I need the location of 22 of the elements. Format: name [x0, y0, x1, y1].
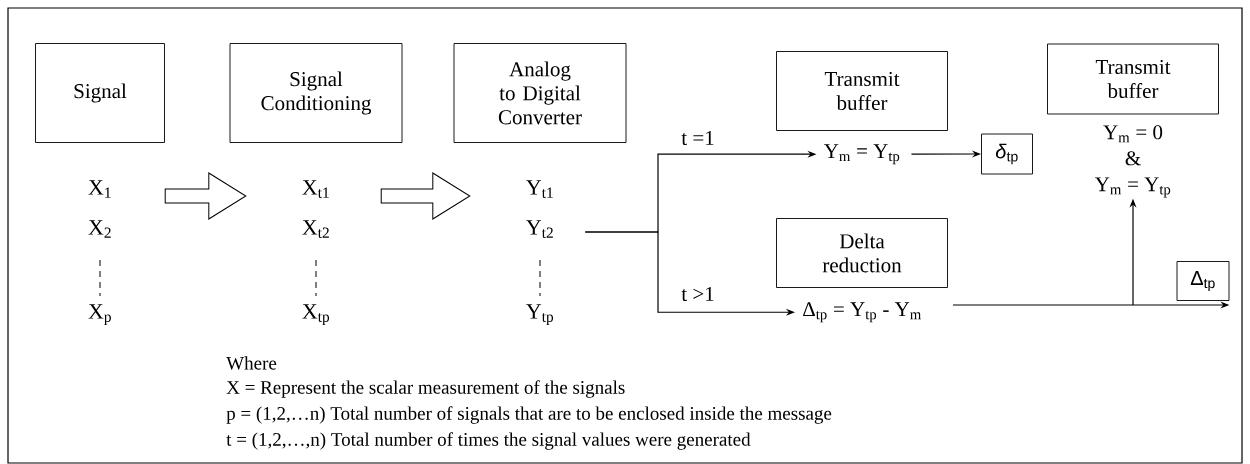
symbol-box: δ$_{tp}$ — [981, 133, 1033, 175]
variable-list: X$_{1}$ X$_{2}$ X$_{p}$ — [88, 180, 111, 325]
edge-label: t =1 — [680, 129, 716, 147]
process-box: Signal Conditioning — [229, 43, 403, 143]
block-arrow — [164, 172, 247, 220]
note-text: Where — [226, 356, 277, 370]
block-arrow — [380, 172, 471, 220]
formula-text: Δ$_{tp}$ = Y$_{tp}$ - Y$_{m}$ — [803, 302, 921, 323]
process-box: Signal — [35, 43, 165, 143]
note-text: X = Represent the scalar measurement of the signals — [226, 380, 625, 398]
process-box: Analog to Digital Converter — [453, 43, 627, 143]
note-text: p = (1,2,…n) Total number of signals that are to be enclosed inside the message — [226, 406, 832, 424]
process-box: Delta reduction — [776, 218, 948, 288]
edge-label: t >1 — [680, 285, 716, 303]
variable-list: X$_{t1}$ X$_{t2}$ X$_{tp}$ — [302, 180, 330, 325]
process-box: Transmit buffer — [776, 51, 948, 131]
formula-text: Y$_{m}$ = 0 & Y$_{m}$ = Y$_{tp}$ — [1094, 125, 1171, 198]
formula-text: Y$_{m}$ = Y$_{tp}$ — [823, 144, 900, 165]
process-box: Transmit buffer — [1047, 43, 1219, 115]
variable-list: Y$_{t1}$ Y$_{t2}$ Y$_{tp}$ — [526, 180, 554, 325]
note-text: t = (1,2,…,n) Total number of times the signal values were generated — [226, 432, 751, 450]
symbol-box: Δ$_{tp}$ — [1176, 261, 1230, 301]
